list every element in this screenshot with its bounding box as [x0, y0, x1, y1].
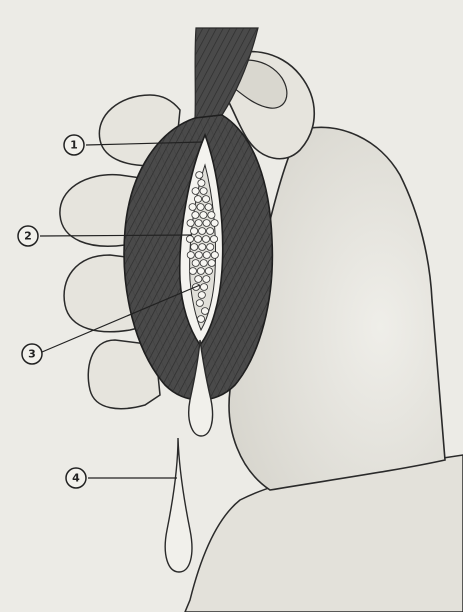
cell [199, 228, 206, 235]
callout-2-number: 2 [24, 230, 32, 243]
cell [194, 196, 201, 203]
cell [202, 236, 209, 243]
cell [195, 252, 202, 259]
callout-4-number: 4 [72, 472, 80, 485]
cell [203, 276, 210, 283]
cell [210, 236, 217, 243]
cell [198, 292, 205, 299]
cell [201, 308, 208, 315]
cell [200, 260, 207, 267]
cell [198, 180, 205, 187]
cell [191, 244, 198, 251]
cell [186, 236, 193, 243]
cell [211, 220, 218, 227]
cell [197, 268, 204, 275]
callout-1: 1 [64, 135, 84, 155]
cell [208, 212, 215, 219]
cell [203, 252, 210, 259]
cell [195, 220, 202, 227]
cell [189, 268, 196, 275]
cell [196, 300, 203, 307]
cell [211, 252, 218, 259]
cell [208, 260, 215, 267]
cell [205, 204, 212, 211]
callout-4: 4 [66, 468, 86, 488]
cell [187, 220, 194, 227]
callout-3-number: 3 [28, 348, 36, 361]
cell [200, 188, 207, 195]
cell [195, 276, 202, 283]
cell [199, 244, 206, 251]
callout-2: 2 [18, 226, 38, 246]
callout-3: 3 [22, 344, 42, 364]
cell [207, 228, 214, 235]
callout-1-number: 1 [70, 139, 78, 152]
cell [194, 236, 201, 243]
cell [189, 204, 196, 211]
cell [196, 172, 203, 179]
cell [191, 228, 198, 235]
cell [197, 204, 204, 211]
cell [200, 284, 207, 291]
cell [192, 260, 199, 267]
cell [202, 196, 209, 203]
cell [197, 316, 204, 323]
cell [200, 212, 207, 219]
cell [205, 268, 212, 275]
cell [192, 212, 199, 219]
cell [203, 220, 210, 227]
cell [192, 188, 199, 195]
cell [187, 252, 194, 259]
cell [207, 244, 214, 251]
